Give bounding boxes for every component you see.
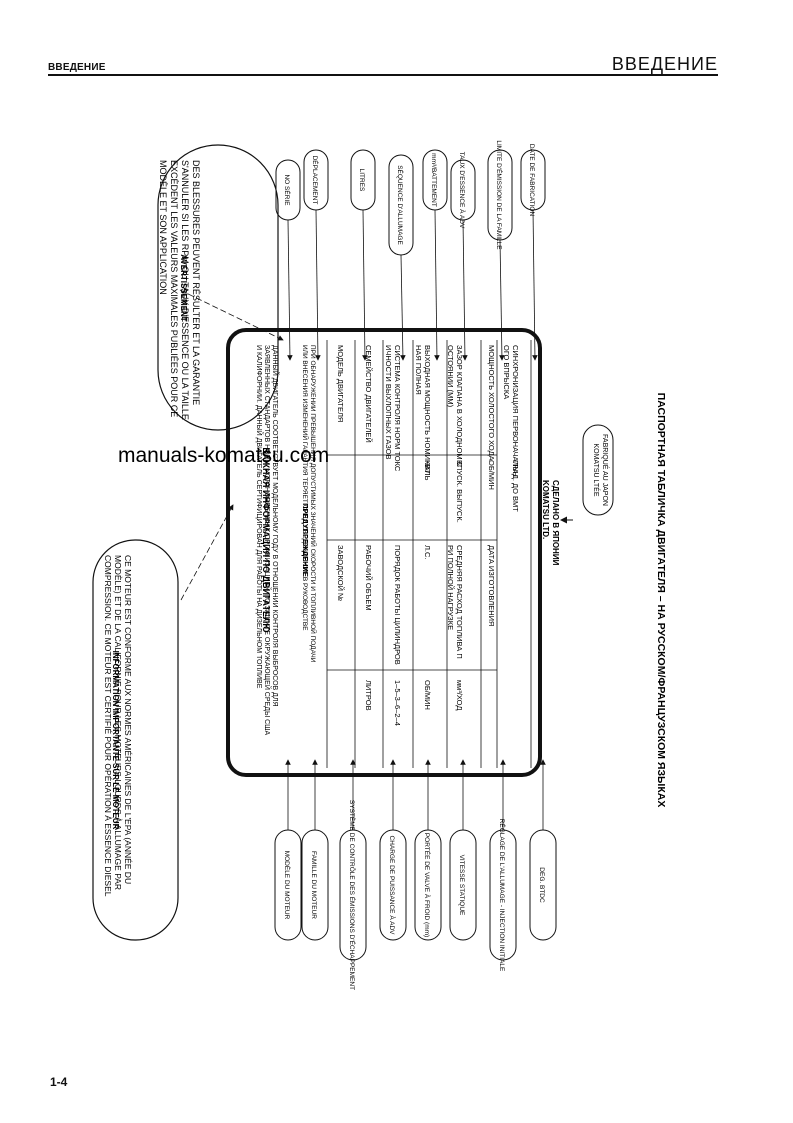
plate-intro-line: И КАЛИФОРНИИ. ДАННЫЙ ДВИГАТЕЛЬ СЕРТИФИЦИ… — [255, 345, 264, 689]
info-arrow — [180, 504, 234, 601]
plate-row-right: СРЕДНЯЯ РАСХОД ТОПЛИВА П — [455, 545, 464, 659]
info-callout-line: CE MOTEUR EST CONFORME AUX NORMES AMÉRIC… — [123, 555, 133, 884]
maker-fr-line: FABRIQUÉ AU JAPON — [601, 434, 610, 506]
page-number: 1-4 — [50, 1075, 68, 1089]
plate-row-label-cont: НАЯ ПОЛНАЯ — [414, 345, 423, 395]
plate-row-value: мм³/ХОД — [455, 680, 464, 710]
plate-caution-line: ПРИ ОБНАРУЖЕНИИ ПРЕВЫШЕНИЯ ДОПУСТИМЫХ ЗН… — [309, 345, 318, 663]
plate-row-value: ЛИТРОВ — [364, 680, 373, 711]
top-callout-arrow — [400, 254, 406, 361]
warning-callout-line: DES BLESSURES PEUVENT RÉSULTER ET LA GAR… — [191, 160, 201, 405]
top-callout-label: TAUX D'ESSENCE À ADV — [458, 152, 467, 229]
plate-row-label: СЕМЕЙСТВО ДВИГАТЕЛЕЙ — [364, 345, 373, 443]
bottom-callout-label: MODÈLE DU MOTEUR — [283, 851, 292, 920]
plate-row-mid: ОБ/МИН — [487, 460, 496, 490]
header-section-large: ВВЕДЕНИЕ — [611, 54, 718, 74]
top-callout-label: DÉPLACEMENT — [311, 156, 320, 205]
info-callout-line: MODÈLE) ET DE LA CALIFORNIE POUR LES MOT… — [113, 555, 123, 890]
top-callout-arrow — [287, 219, 293, 361]
plate-row-label: МОЩНОСТЬ ХОЛОСТОГО ХОДА — [487, 345, 496, 461]
plate-row-right-cont: РИ ПОЛНОЙ НАГРУЗКЕ — [446, 545, 455, 630]
top-callout-arrow — [462, 219, 468, 361]
bottom-callout-label: FAMILLE DU MOTEUR — [310, 851, 317, 919]
top-callout-arrow — [499, 239, 505, 361]
warning-callout-title: AVERTISSEMENT — [179, 254, 188, 322]
plate-row-label: МОДЕЛЬ ДВИГАТЕЛЯ — [336, 345, 345, 422]
plate-row-mid: ГРАД. ДО ВМТ — [511, 460, 520, 512]
plate-row-label-cont: ОСТОЯНИИ (ММ) — [446, 345, 455, 408]
figure-caption: ПАСПОРТНАЯ ТАБЛИЧКА ДВИГАТЕЛЯ – НА РУССК… — [655, 393, 667, 808]
plate-row-value: 1–5–3–6–2–4 — [393, 680, 402, 726]
info-callout-box — [92, 539, 179, 941]
top-callout-arrow — [532, 209, 538, 361]
header-section-small: ВВЕДЕНИЕ — [48, 62, 106, 73]
plate-intro-line: ДАННЫЙ ДВИГАТЕЛЬ СООТВЕТСТВУЕТ МОДЕЛЬНОМ… — [271, 345, 280, 707]
top-callout-label: LITRES — [358, 169, 365, 192]
plate-row-value: ОБ/МИН — [423, 680, 432, 710]
plate-row-right: Л.С. — [423, 545, 432, 560]
warning-callout-line: S'ANNULER SI LES RPM OU TAUX D'ESSENCE O… — [180, 160, 190, 420]
plate-row-label: ЗАЗОР КЛАПАНА В ХОЛОДНОМ С — [455, 345, 464, 468]
plate-caution-title: ПРЕДУПРЕЖДЕНИЕ — [301, 503, 310, 577]
top-callout-label: SÉQUENCE D'ALLUMAGE — [396, 165, 405, 245]
plate-row-right: ДАТА ИЗГОТОВЛЕНИЯ — [487, 545, 496, 626]
maker-fr-line: KOMATSU LTÉE — [592, 443, 601, 496]
plate-row-label: ВЫХОДНАЯ МОЩНОСТЬ НОМИНАЛЬ — [423, 345, 432, 481]
warning-callout-line: EXCÈDENT LES VALEURS MAXIMALES PUBLIÉES … — [169, 160, 179, 417]
plate-border — [226, 328, 542, 777]
plate-maker-line: СДЕЛАНО В ЯПОНИИ — [551, 480, 560, 566]
plate-maker-line: KOMATSU LTD. — [541, 480, 550, 539]
plate-title: ВАЖНАЯ ИНФОРМАЦИЯ ПО ДВИГАТЕЛЮ — [261, 447, 271, 632]
plate-row-right: ЗАВОДСКОЙ № — [336, 545, 345, 601]
warning-callout-line: MODÈLE ET SON APPLICATION — [158, 160, 168, 295]
plate-intro-line: ЗАЯВЛЕННЫХ СТАНДАРТОВ НОРМ, УСТАНОВЛЕННЫ… — [263, 345, 272, 736]
plate-row-right: РАБОЧИЙ ОБЪЕМ — [364, 545, 373, 611]
plate-row-label: СИСТЕМА КОНТРОЛЯ НОРМ ТОКС — [393, 345, 402, 472]
watermark: manuals-komatsu.com — [118, 444, 330, 467]
plate-row-mid: КВТ — [423, 460, 432, 474]
warning-arrow — [179, 289, 284, 341]
info-callout-line: COMPRESSION. CE MOTEUR EST CERTIFIÉ POUR… — [103, 555, 113, 897]
top-callout-arrow — [315, 209, 321, 361]
plate-row-label-cont: ИЧНОСТИ ВЫХЛОПНЫХ ГАЗОВ — [384, 345, 393, 460]
plate-row-label: СИНХРОНИЗАЦИЯ ПЕРВОНАЧАЛЬН — [511, 345, 520, 477]
bottom-callout-label: SYSTÈME DE CONTRÔLE DES ÉMISSIONS D'ÉCHA… — [348, 800, 357, 990]
bottom-callout-label: VITESSE STATIQUE — [458, 855, 465, 916]
plate-caution-line: ИЛИ ВНЕСЕНИЯ ИЗМЕНЕНИЙ ГАРАНТИЯ ТЕРЯЕТ С… — [301, 345, 310, 631]
info-callout-title: INFORMATION IMPORTANTE SUR LE MOTEUR — [111, 651, 120, 830]
plate-row-label-cont: ОГО ВПРЫСКА — [502, 345, 511, 399]
top-callout-arrow — [362, 209, 368, 361]
bottom-callout-label: RÉGLAGE DE L'ALLUMAGE - INJECTION INITIA… — [498, 819, 507, 972]
bottom-callout-label: CHARGE DE PUISSANCE À ADV — [388, 836, 397, 936]
bottom-callout-label: DEG. BTDC — [538, 867, 545, 903]
maker-fr-box — [582, 424, 614, 516]
top-callout-arrow — [434, 209, 440, 361]
top-callout-label: NO SÉRIE — [283, 174, 292, 206]
top-callout-label: mm³/BATTEMENT — [430, 153, 437, 207]
header-rule — [48, 74, 718, 76]
top-callout-label: LIMITE D'ÉMISSION DE LA FAMILLE — [495, 140, 504, 250]
plate-row-mid: ВПУСК. ВЫПУСК. — [455, 460, 464, 523]
warning-callout-box — [157, 144, 279, 431]
bottom-callout-label: PORTÉE DE VALVE À FROID (mm) — [423, 833, 432, 937]
top-callout-label: DATE DE FABRICATION — [528, 144, 535, 217]
plate-row-right: ПОРЯДОК РАБОТЫ ЦИЛИНДРОВ — [393, 545, 402, 665]
